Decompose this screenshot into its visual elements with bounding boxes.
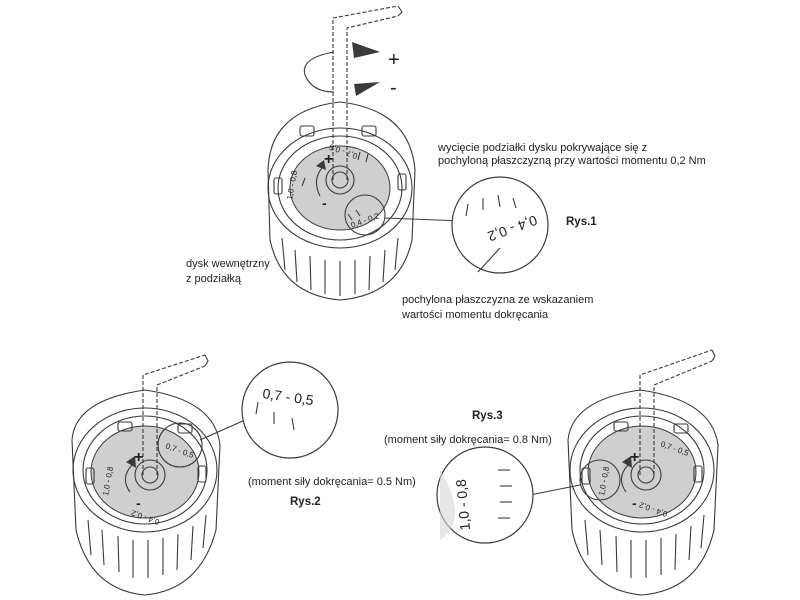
plus-symbol-rotation: + [388, 49, 400, 71]
figure-caption-1: Rys.1 [566, 216, 597, 228]
zoom-fig2 [241, 361, 339, 459]
minus-symbol-fig2: - [136, 495, 141, 511]
minus-symbol-fig3: - [632, 495, 637, 511]
knob-fig3 [529, 349, 719, 596]
zoom-fig1 [451, 176, 549, 275]
figure-caption-2: Rys.2 [290, 496, 321, 508]
zoom-scale-mark-fig2: 0,7 - 0,5 [262, 385, 315, 408]
knob-fig1 [267, 5, 464, 301]
plus-symbol-fig2: + [134, 449, 143, 466]
plus-symbol-fig1: + [324, 151, 333, 168]
minus-symbol-rotation: - [390, 77, 397, 99]
notch-label-line2: pochyloną płaszczyzną przy wartości mome… [438, 155, 706, 167]
plus-symbol-fig3: + [630, 449, 639, 466]
minus-symbol-fig1: - [322, 195, 327, 211]
disk-label-line2: z podziałką [186, 273, 242, 285]
zoom-fig3 [436, 446, 534, 544]
figure-caption-3: Rys.3 [472, 410, 503, 422]
zoom-scale-mark-fig3: 1,0 - 0,8 [453, 478, 473, 531]
disk-label-line1: dysk wewnętrzny [186, 258, 270, 270]
fig2-torque-label: (moment siły dokręcania= 0.5 Nm) [248, 476, 416, 488]
plane-label-line2: wartości momentu dokręcania [402, 309, 549, 321]
fig3-torque-label: (moment siły dokręcania= 0.8 Nm) [384, 434, 552, 446]
plane-label-line1: pochylona płaszczyzna ze wskazaniem [402, 294, 594, 306]
knob-fig2 [71, 354, 246, 596]
notch-label-line1: wycięcie podziałki dysku pokrywające się… [438, 142, 648, 154]
